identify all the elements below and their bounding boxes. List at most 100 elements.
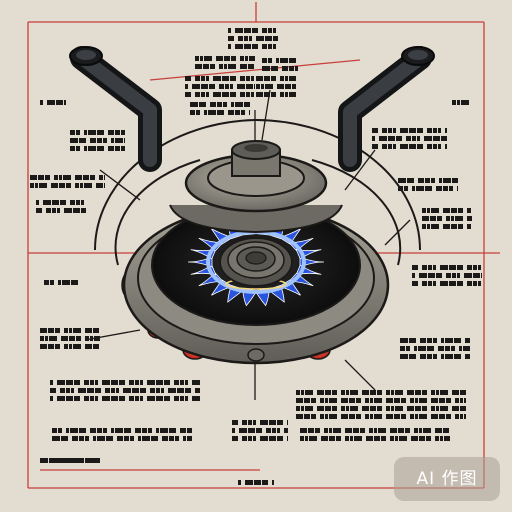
label-mark bbox=[414, 346, 417, 351]
label-mark bbox=[44, 280, 49, 285]
label-mark bbox=[431, 224, 439, 229]
label-mark bbox=[440, 265, 448, 270]
label-mark bbox=[94, 458, 100, 463]
label-mark bbox=[445, 338, 453, 343]
label-mark bbox=[192, 84, 200, 89]
label-mark bbox=[206, 92, 209, 97]
label-mark bbox=[285, 84, 291, 89]
label-mark bbox=[400, 144, 408, 149]
label-mark bbox=[213, 92, 221, 97]
label-mark bbox=[156, 380, 163, 385]
label-mark bbox=[230, 92, 236, 97]
label-mark bbox=[382, 144, 387, 149]
label-mark bbox=[97, 428, 102, 433]
label-mark bbox=[99, 175, 103, 180]
label-mark bbox=[180, 396, 184, 401]
label-mark bbox=[443, 178, 451, 183]
label-mark bbox=[269, 436, 276, 441]
label-mark bbox=[239, 428, 247, 433]
label-mark bbox=[88, 146, 96, 151]
label-mark bbox=[115, 130, 120, 135]
label-mark bbox=[427, 224, 430, 229]
label-mark bbox=[256, 36, 264, 41]
label-mark bbox=[449, 281, 456, 286]
label-mark bbox=[81, 200, 84, 205]
label-mark bbox=[419, 436, 425, 441]
label-mark bbox=[264, 92, 270, 97]
label-mark bbox=[97, 436, 105, 441]
label-mark bbox=[62, 280, 70, 285]
label-mark bbox=[266, 428, 271, 433]
label-mark bbox=[224, 56, 230, 61]
label-mark bbox=[260, 436, 268, 441]
label-mark bbox=[246, 84, 253, 89]
label-mark bbox=[445, 354, 453, 359]
label-mark bbox=[35, 183, 38, 188]
label-mark bbox=[440, 390, 448, 395]
label-mark bbox=[433, 354, 437, 359]
label-mark bbox=[381, 436, 386, 441]
label-mark bbox=[135, 380, 139, 385]
label-mark bbox=[47, 100, 55, 105]
label-mark bbox=[75, 175, 82, 180]
label-mark bbox=[201, 76, 205, 81]
label-mark bbox=[451, 216, 454, 221]
label-mark bbox=[292, 84, 296, 89]
label-mark bbox=[336, 436, 341, 441]
label-mark bbox=[467, 265, 472, 270]
label-mark bbox=[48, 328, 54, 333]
label-mark bbox=[415, 390, 421, 395]
label-mark bbox=[268, 28, 272, 33]
label-mark bbox=[256, 92, 263, 97]
label-mark bbox=[206, 76, 209, 81]
label-mark bbox=[305, 390, 313, 395]
label-mark bbox=[353, 428, 359, 433]
label-mark bbox=[164, 396, 170, 401]
label-mark bbox=[457, 273, 460, 278]
label-mark bbox=[40, 458, 48, 463]
label-mark bbox=[377, 406, 382, 411]
label-mark bbox=[58, 428, 62, 433]
label-mark bbox=[411, 436, 418, 441]
label-mark bbox=[289, 66, 294, 71]
label-mark bbox=[85, 458, 91, 463]
label-mark bbox=[85, 336, 89, 341]
label-mark bbox=[103, 428, 107, 433]
label-mark bbox=[422, 406, 427, 411]
label-mark bbox=[419, 273, 427, 278]
label-mark bbox=[52, 208, 56, 213]
flame-ring-icon bbox=[187, 217, 325, 307]
label-mark bbox=[321, 436, 328, 441]
label-mark bbox=[311, 414, 316, 419]
label-mark bbox=[422, 281, 427, 286]
label-mark bbox=[169, 436, 174, 441]
label-mark bbox=[374, 428, 377, 433]
label-mark bbox=[440, 281, 448, 286]
label-mark bbox=[459, 346, 462, 351]
label-mark bbox=[419, 398, 427, 403]
label-mark bbox=[320, 414, 324, 419]
label-mark bbox=[465, 354, 470, 359]
label-mark bbox=[79, 436, 84, 441]
label-mark bbox=[406, 346, 410, 351]
label-mark bbox=[183, 436, 186, 441]
label-mark bbox=[467, 216, 472, 221]
label-mark bbox=[423, 428, 431, 433]
label-mark bbox=[245, 480, 253, 485]
label-mark bbox=[350, 406, 358, 411]
label-mark bbox=[370, 390, 376, 395]
label-mark bbox=[90, 380, 94, 385]
label-mark bbox=[90, 336, 93, 341]
label-mark bbox=[317, 406, 324, 411]
label-mark bbox=[400, 354, 408, 359]
label-mark bbox=[425, 186, 432, 191]
label-mark bbox=[412, 281, 418, 286]
label-mark bbox=[252, 44, 258, 49]
label-mark bbox=[345, 436, 349, 441]
label-mark bbox=[419, 414, 427, 419]
label-mark bbox=[265, 36, 272, 41]
label-mark bbox=[433, 128, 437, 133]
label-mark bbox=[223, 102, 227, 107]
label-mark bbox=[242, 420, 247, 425]
label-mark bbox=[66, 428, 69, 433]
